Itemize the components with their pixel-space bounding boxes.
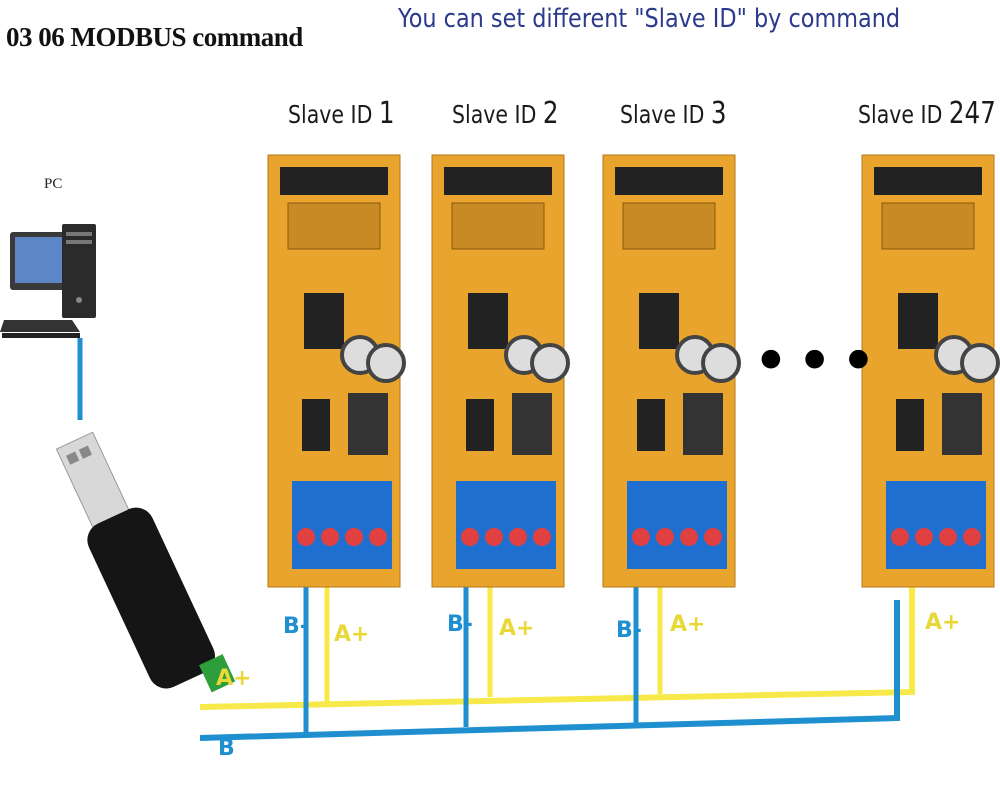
command-title: 03 06 MODBUS command xyxy=(6,22,303,52)
bus-b-line xyxy=(199,600,900,741)
slave-label-2: Slave ID 2 xyxy=(452,96,559,131)
a-plus-label-adapter: A+ xyxy=(216,666,252,691)
pc-label: PC xyxy=(44,176,63,192)
relay-board-2 xyxy=(431,154,570,588)
bus-a-line xyxy=(199,578,915,710)
slave-label-3: Slave ID 3 xyxy=(620,96,727,131)
relay-board-247 xyxy=(861,154,1000,588)
a-plus-label-247: A+ xyxy=(925,610,961,635)
a-plus-label-3: A+ xyxy=(670,612,706,637)
b-label-adapter: B xyxy=(218,736,235,761)
a-plus-label-1: A+ xyxy=(334,622,370,647)
b-minus-label-3: B- xyxy=(616,618,642,643)
b-minus-label-2: B- xyxy=(447,612,473,637)
desktop-computer-icon xyxy=(0,224,96,338)
relay-board-3 xyxy=(602,154,741,588)
relay-board-1 xyxy=(267,154,406,588)
b-minus-label-1: B- xyxy=(283,614,309,639)
slave-label-247: Slave ID 247 xyxy=(858,96,996,131)
a-plus-label-2: A+ xyxy=(499,616,535,641)
slave-label-1: Slave ID 1 xyxy=(288,96,395,131)
more-slaves-ellipsis: ••• xyxy=(752,325,884,399)
slave-id-subtitle: You can set different "Slave ID" by comm… xyxy=(398,4,901,34)
usb-rs485-adapter-icon xyxy=(55,431,236,693)
